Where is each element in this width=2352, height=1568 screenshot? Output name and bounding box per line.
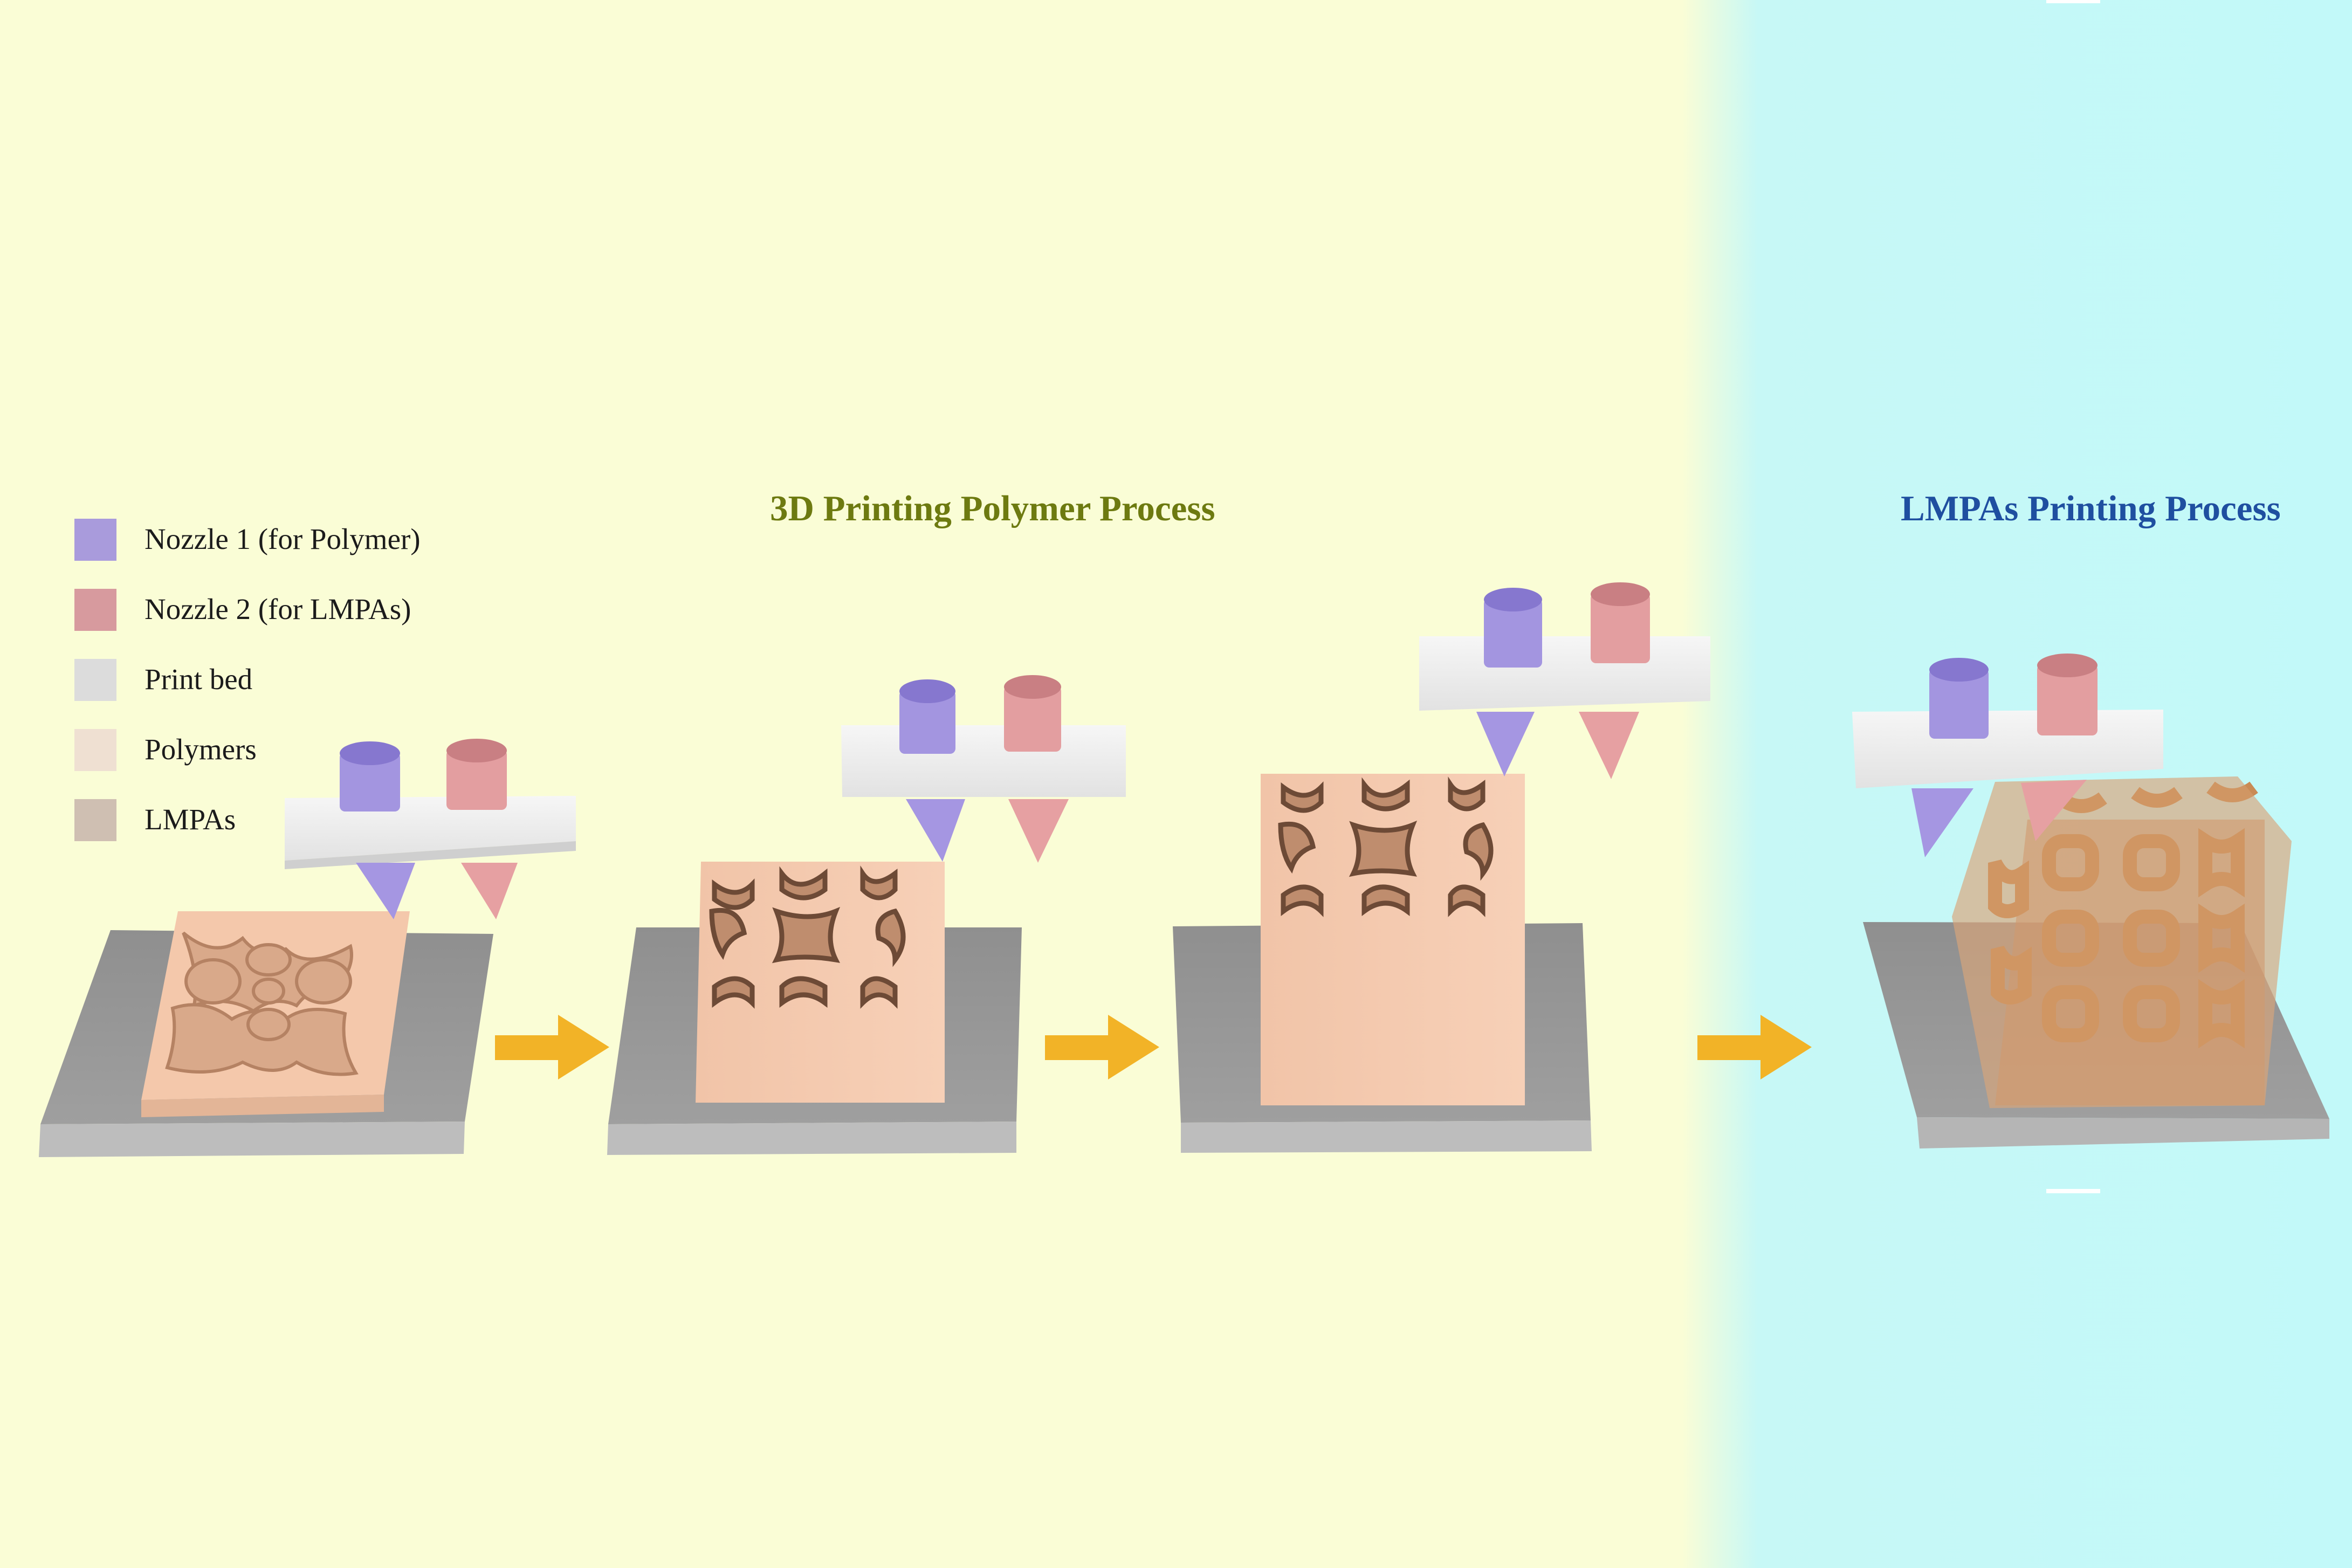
legend-label-lmpas: LMPAs (145, 803, 236, 836)
polymer-block-3 (1261, 774, 1525, 1105)
arrow-3 (1697, 1015, 1812, 1079)
nozzle-2-tip (1008, 799, 1069, 863)
legend-swatch-nozzle-1 (74, 519, 116, 561)
top-marker (2046, 0, 2100, 3)
polymer-block-2 (696, 862, 945, 1103)
nozzle-1-tip (1476, 712, 1535, 776)
legend-label-nozzle-1: Nozzle 1 (for Polymer) (145, 522, 421, 555)
lmpa-process-title: LMPAs Printing Process (1901, 489, 2281, 528)
step-4 (1852, 654, 2329, 1149)
arrow-2 (1045, 1015, 1159, 1079)
legend-item-print-bed: Print bed (74, 657, 506, 701)
legend-item-nozzle-2: Nozzle 2 (for LMPAs) (74, 587, 506, 631)
legend-swatch-nozzle-2 (74, 589, 116, 631)
arrow-1 (495, 1015, 609, 1079)
nozzle-2-tip (461, 863, 518, 919)
legend-swatch-lmpas (74, 799, 116, 841)
polymer-process-title: 3D Printing Polymer Process (770, 489, 1215, 528)
legend-swatch-print-bed (74, 659, 116, 701)
legend-label-polymers: Polymers (145, 733, 257, 766)
bottom-marker (2046, 1189, 2100, 1193)
legend-item-polymers: Polymers (74, 727, 506, 771)
step-1 (39, 739, 576, 1157)
step-2 (607, 675, 1126, 1155)
lmpa-structure (1952, 776, 2292, 1108)
nozzle-assembly-1 (285, 739, 576, 919)
legend-label-nozzle-2: Nozzle 2 (for LMPAs) (145, 593, 411, 625)
step-3 (1173, 582, 1710, 1153)
nozzle-1-tip (1911, 788, 1973, 857)
nozzle-assembly-4 (1852, 654, 2163, 857)
legend-swatch-polymers (74, 729, 116, 771)
nozzle-2-tip (1579, 712, 1639, 779)
legend-item-nozzle-1: Nozzle 1 (for Polymer) (74, 517, 506, 561)
polymer-layer-1 (141, 911, 410, 1117)
legend-item-lmpas: LMPAs (74, 797, 506, 841)
legend-label-print-bed: Print bed (145, 663, 253, 696)
nozzle-1-tip (356, 863, 415, 919)
nozzle-assembly-2 (841, 675, 1126, 863)
nozzle-2-tip (2021, 780, 2087, 841)
nozzle-assembly-3 (1419, 582, 1710, 779)
nozzle-1-tip (906, 799, 965, 862)
